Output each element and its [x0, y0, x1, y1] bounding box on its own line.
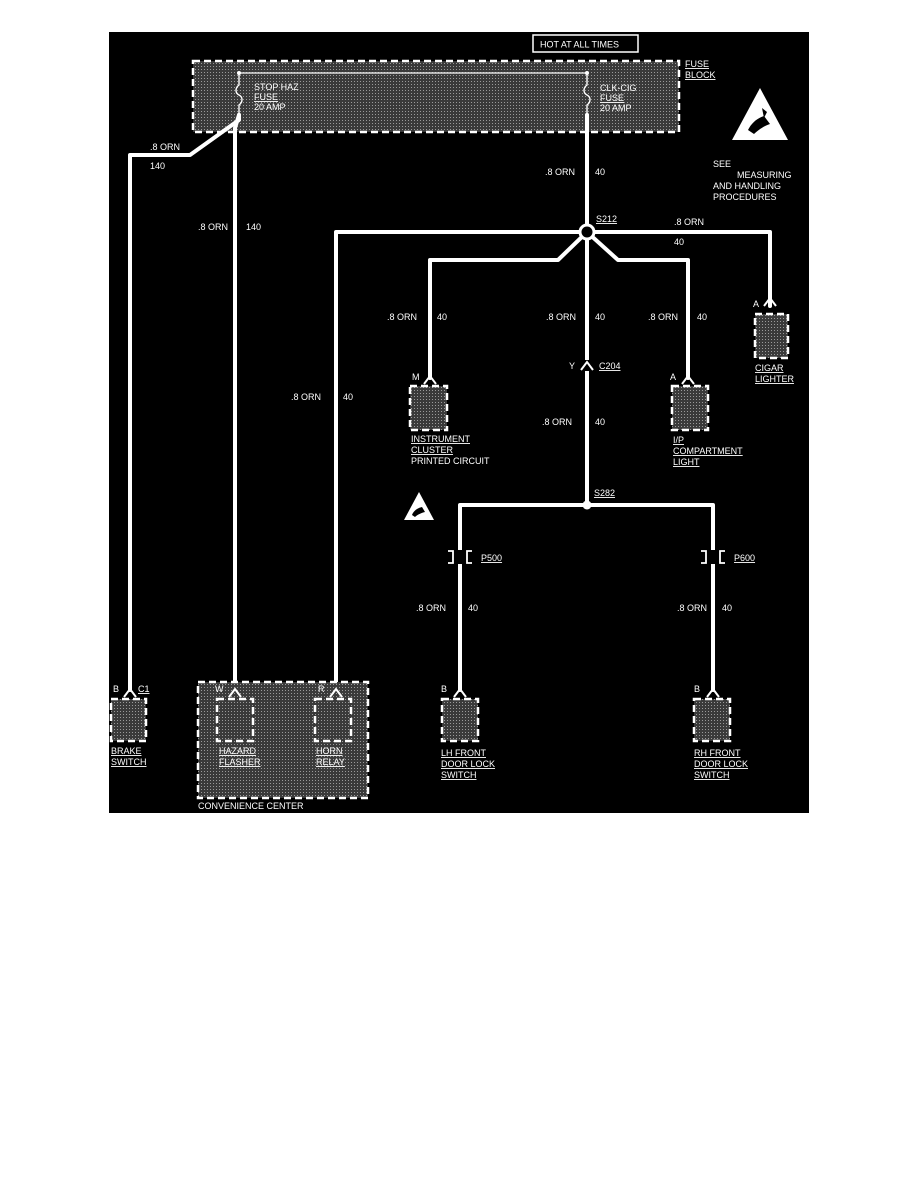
component-brake-switch [109, 687, 148, 743]
fuse-block-label-1: FUSE [685, 59, 709, 69]
rh-label-3: SWITCH [694, 770, 730, 780]
wire-lh-color: .8 ORN [416, 603, 446, 613]
fuse-block-label-2: BLOCK [685, 70, 716, 80]
esd-warning-icon [732, 88, 788, 140]
horn-pin: R [318, 684, 325, 694]
rh-pin: B [694, 684, 700, 694]
wire-center-circuit: 40 [595, 312, 605, 322]
horn-label-2: RELAY [316, 757, 345, 767]
splice-s282-label: S282 [594, 488, 615, 498]
esd-note-2: MEASURING [737, 170, 792, 180]
rh-label-1: RH FRONT [694, 748, 741, 758]
lh-label-1: LH FRONT [441, 748, 487, 758]
fuse-block: STOP HAZ FUSE 20 AMP CLK-CIG FUSE 20 AMP… [191, 59, 716, 134]
wire-hazard-circuit: 140 [246, 222, 261, 232]
lh-label-2: DOOR LOCK [441, 759, 495, 769]
lh-label-3: SWITCH [441, 770, 477, 780]
component-cigar-lighter [753, 296, 790, 360]
cigar-pin: A [753, 299, 759, 309]
connector-c204 [580, 360, 594, 371]
esd-note-3: AND HANDLING [713, 181, 781, 191]
wire-center-color: .8 ORN [546, 312, 576, 322]
wire-clk-main-color: .8 ORN [545, 167, 575, 177]
splice-s212-label: S212 [596, 214, 617, 224]
splice-s212 [578, 223, 596, 241]
wire-horn-circuit: 40 [343, 392, 353, 402]
wire-horn-color: .8 ORN [291, 392, 321, 402]
wire-cluster-circuit: 40 [437, 312, 447, 322]
component-rh-door-lock-switch [692, 687, 732, 743]
wire-ip-color: .8 ORN [648, 312, 678, 322]
wire-brake-circuit: 140 [150, 161, 165, 171]
wire-rh-circuit: 40 [722, 603, 732, 613]
connector-p500-label: P500 [481, 553, 502, 563]
cigar-label-1: CIGAR [755, 363, 784, 373]
wire-c204-below-circuit: 40 [595, 417, 605, 427]
connector-c204-label: C204 [599, 361, 621, 371]
stop-haz-label-1: STOP HAZ [254, 82, 299, 92]
wiring-diagram: HOT AT ALL TIMES STOP HAZ FUSE 20 AMP CL… [109, 32, 809, 813]
wire-hazard-color: .8 ORN [198, 222, 228, 232]
wire-horn [334, 230, 589, 692]
hazard-label-1: HAZARD [219, 746, 257, 756]
esd-warning-icon-small [404, 492, 434, 520]
wire-lh [458, 503, 589, 692]
wire-rh [585, 503, 715, 692]
connector-c1-label: C1 [138, 684, 150, 694]
wire-cluster-color: .8 ORN [387, 312, 417, 322]
component-ip-compartment-light [670, 374, 710, 432]
component-convenience-center [196, 680, 370, 800]
splice-s282 [582, 500, 592, 510]
cluster-label-1: INSTRUMENT [411, 434, 470, 444]
wire-ip-circuit: 40 [697, 312, 707, 322]
brake-label-2: SWITCH [111, 757, 147, 767]
wire-hazard [233, 113, 241, 692]
wire-cigar-color: .8 ORN [674, 217, 704, 227]
lh-pin: B [441, 684, 447, 694]
connector-p600 [701, 550, 725, 564]
ip-label-1: I/P [673, 435, 684, 445]
clk-cig-label-2: FUSE [600, 93, 624, 103]
hazard-label-2: FLASHER [219, 757, 261, 767]
wire-c204-below-color: .8 ORN [542, 417, 572, 427]
clk-cig-label-1: CLK-CIG [600, 83, 637, 93]
ip-label-3: LIGHT [673, 457, 700, 467]
stop-haz-label-2: FUSE [254, 92, 278, 102]
cluster-pin: M [412, 372, 420, 382]
wire-brake-color: .8 ORN [150, 142, 180, 152]
stop-haz-fuse-symbol [235, 73, 243, 113]
ip-pin: A [670, 372, 676, 382]
wire-rh-color: .8 ORN [677, 603, 707, 613]
wire-clk-main-circuit: 40 [595, 167, 605, 177]
horn-label-1: HORN [316, 746, 343, 756]
stop-haz-label-3: 20 AMP [254, 102, 286, 112]
wire-lh-circuit: 40 [468, 603, 478, 613]
convenience-center-label: CONVENIENCE CENTER [198, 801, 304, 811]
component-instrument-cluster [408, 374, 449, 432]
hot-label: HOT AT ALL TIMES [540, 40, 619, 50]
esd-note-4: PROCEDURES [713, 192, 777, 202]
clk-cig-fuse-symbol [583, 73, 591, 113]
clk-cig-label-3: 20 AMP [600, 103, 632, 113]
rh-label-2: DOOR LOCK [694, 759, 748, 769]
wire-cluster [428, 230, 589, 380]
cluster-label-2: CLUSTER [411, 445, 454, 455]
cigar-label-2: LIGHTER [755, 374, 795, 384]
wire-ip [585, 230, 690, 380]
connector-p600-label: P600 [734, 553, 755, 563]
connector-p500 [448, 550, 472, 564]
ip-label-2: COMPARTMENT [673, 446, 743, 456]
brake-label-1: BRAKE [111, 746, 142, 756]
hot-at-all-times-box: HOT AT ALL TIMES [532, 34, 639, 53]
cluster-label-3: PRINTED CIRCUIT [411, 456, 490, 466]
esd-note-1: SEE [713, 159, 731, 169]
component-lh-door-lock-switch [440, 687, 480, 743]
brake-pin: B [113, 684, 119, 694]
connector-c204-pin: Y [569, 361, 575, 371]
wire-cigar-circuit: 40 [674, 237, 684, 247]
hazard-pin: W [215, 684, 224, 694]
wire-cigar [585, 230, 772, 308]
